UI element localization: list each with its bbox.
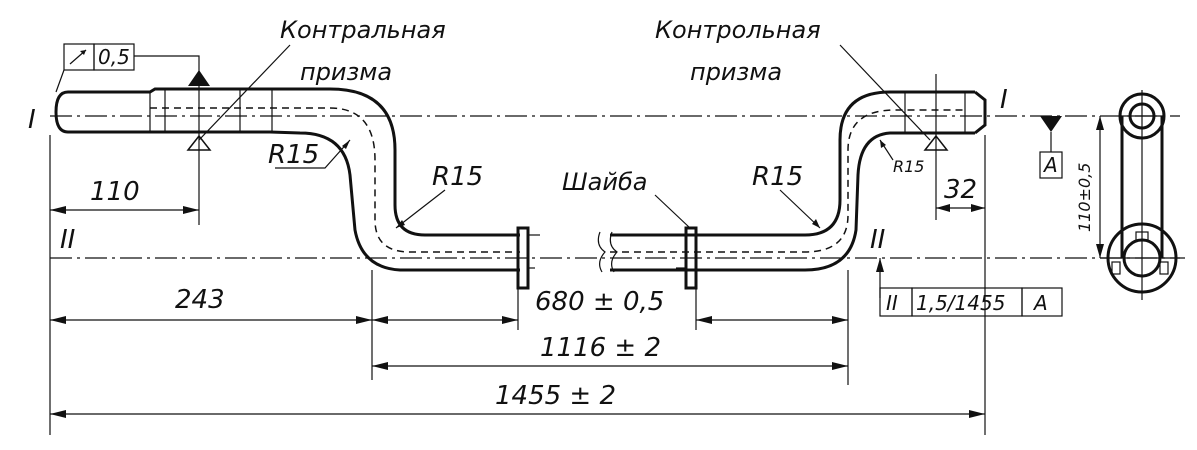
washer-left <box>516 226 540 290</box>
prism-right-label-1: Контрольная <box>655 16 821 44</box>
dimension-110: 110 <box>49 135 199 435</box>
axis-I-left-label: I <box>28 105 36 135</box>
datum-A-text: A <box>1042 153 1058 177</box>
prism-left <box>186 70 212 225</box>
side-view <box>1100 90 1185 300</box>
dimension-243: 243 <box>50 270 373 380</box>
washer-label: Шайба <box>562 168 647 196</box>
radius-left-outer: R15 <box>268 140 319 170</box>
dimension-110-vertical: 110±0,5 <box>1075 116 1104 258</box>
prism-right-label-2: призма <box>690 58 782 86</box>
axis-II-right-label: II <box>870 225 885 255</box>
prism-right <box>923 74 949 220</box>
frame-value-text: 1,5/1455 <box>916 291 1005 315</box>
radius-right-inner: R15 <box>752 162 803 192</box>
runout-tolerance: 0,5 <box>55 43 200 93</box>
dimension-32-text: 32 <box>944 175 977 205</box>
prism-right-leader <box>839 44 931 141</box>
runout-value: 0,5 <box>98 45 130 69</box>
datum-A: A <box>1039 116 1063 179</box>
frame-axis-text: II <box>886 291 898 315</box>
dimension-1455-text: 1455 ± 2 <box>495 381 616 411</box>
dimension-1116-text: 1116 ± 2 <box>540 333 661 363</box>
washer-right <box>676 226 698 290</box>
bar-profile <box>54 87 987 273</box>
dimension-243-text: 243 <box>175 285 225 315</box>
prism-left-leader <box>198 44 291 141</box>
dimension-1116: 1116 ± 2 <box>372 270 849 385</box>
axis-I-right-label: I <box>1000 85 1008 115</box>
prism-left-label-1: Контральная <box>280 16 446 44</box>
dimension-110-vertical-text: 110±0,5 <box>1075 163 1094 232</box>
dimension-680-text: 680 ± 0,5 <box>535 287 664 317</box>
prism-left-label-2: призма <box>300 58 392 86</box>
feature-control-frame: II 1,5/1455 A <box>876 258 1063 317</box>
radius-left-inner: R15 <box>432 162 483 192</box>
axis-II-left-label: II <box>60 225 75 255</box>
dimension-32: 32 <box>936 175 985 212</box>
dimension-1455: 1455 ± 2 <box>50 135 986 435</box>
frame-datum-text: A <box>1032 291 1048 315</box>
dimension-680: 680 ± 0,5 <box>372 287 848 330</box>
radius-right-outer: R15 <box>893 157 924 176</box>
washer-leader <box>654 194 691 229</box>
dimension-110-text: 110 <box>90 177 140 207</box>
